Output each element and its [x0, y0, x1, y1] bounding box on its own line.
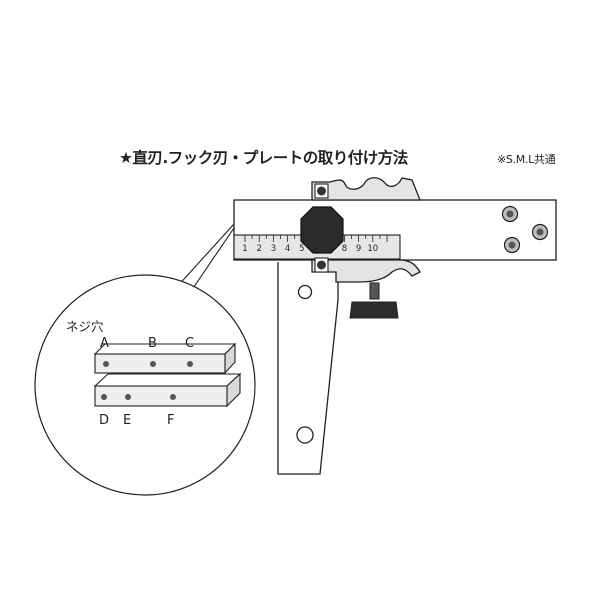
hole-c: [187, 361, 193, 367]
upper-plate-top: [93, 343, 237, 355]
ruler-number: 3: [271, 244, 276, 254]
label-f: F: [167, 413, 174, 428]
ruler-number: 4: [285, 244, 290, 254]
lock-knob: [300, 206, 344, 254]
lower-plate-top: [93, 373, 242, 387]
ruler-number: 5: [299, 244, 304, 254]
vertical-plate: [277, 262, 339, 475]
ruler-number: 8: [342, 244, 347, 254]
size-note: ※S.M.L共通: [497, 153, 556, 166]
top-clamp-jaw: [311, 177, 421, 201]
label-a: A: [100, 336, 109, 351]
thumb-screw-shaft: [369, 282, 380, 300]
label-c: C: [185, 336, 194, 351]
label-e: E: [123, 413, 131, 428]
clamp-screw-top: [317, 186, 326, 196]
plate-screw-3-center: [508, 241, 516, 249]
plate-screw-2-center: [536, 228, 544, 236]
diagram-title: ★直刃.フック刃・プレートの取り付け方法: [119, 149, 408, 167]
hole-e: [125, 394, 131, 400]
hole-b: [150, 361, 156, 367]
lower-plate-front: [94, 385, 228, 407]
hole-d: [101, 394, 107, 400]
ruler-number: 1: [242, 244, 247, 254]
hole-a: [103, 361, 109, 367]
bottom-clamp-piece: [311, 259, 421, 283]
ruler-number: 10: [367, 244, 378, 254]
clamp-screw-bottom: [317, 260, 326, 270]
plate-hole-lower: [296, 426, 314, 444]
thumb-screw-knob: [349, 301, 399, 319]
ruler-number: 2: [256, 244, 261, 254]
label-d: D: [99, 413, 109, 428]
plate-screws: [501, 205, 549, 254]
hole-label: ネジ穴: [66, 319, 104, 334]
label-b: B: [148, 336, 157, 351]
upper-plate-front: [94, 353, 226, 374]
hole-f: [170, 394, 176, 400]
ruler-number: 9: [356, 244, 361, 254]
plate-hole-upper: [297, 284, 313, 300]
plate-screw-1-center: [506, 210, 514, 218]
